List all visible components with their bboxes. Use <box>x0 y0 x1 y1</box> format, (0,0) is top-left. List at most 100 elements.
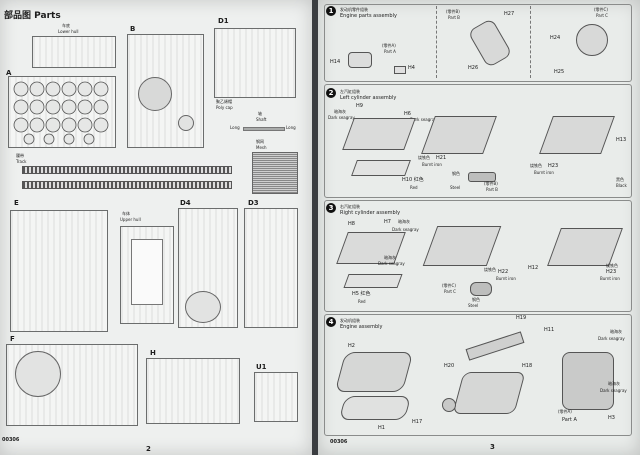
step-4-h11-label: H11 <box>544 327 555 333</box>
step-2-dark-seagray-2: Dark seagray <box>410 117 437 122</box>
step-2-burnt-iron: Burnt iron <box>422 162 442 167</box>
step-3-title: Right cylinder assembly <box>340 210 401 216</box>
step-4-crankcase-h2 <box>334 352 414 392</box>
step-4-engine-assembled <box>562 352 614 410</box>
step-3-part-c: Part C <box>444 289 456 294</box>
step-1-h24-label: H24 <box>550 35 561 41</box>
poly-cap-label-cn: 聚乙烯帽 <box>216 99 232 104</box>
step-2-part-b-cn: (零件B) <box>484 181 498 186</box>
step-2-h9-label: H9 <box>356 103 363 109</box>
step-4-title: Engine assembly <box>340 324 383 330</box>
step-2-title-cn: 左汽缸组装 <box>340 89 360 94</box>
sprue-d4 <box>178 208 238 328</box>
step-4-h1-label: H1 <box>378 425 385 431</box>
step-1-divider-2 <box>530 6 531 78</box>
sprue-f-round-part <box>15 351 61 397</box>
step-1-title: Engine parts assembly <box>340 13 397 19</box>
step-2-burnt-iron-2: Burnt iron <box>534 170 554 175</box>
step-3-dark-seagray-cn-2: 暗海灰 <box>384 255 396 260</box>
step-4-part-a-cn: (零件A) <box>558 409 572 414</box>
shaft-label-cn: 轴 <box>258 111 262 116</box>
step-3-number: 3 <box>326 203 336 213</box>
step-2-black-cn: 黑色 <box>616 177 624 182</box>
step-2-black: Black <box>616 183 627 188</box>
step-3-h23-label: H23 <box>606 269 617 275</box>
step-1-h4-part <box>394 66 406 74</box>
step-2-h23-label: H23 <box>548 163 559 169</box>
step-4-number: 4 <box>326 317 336 327</box>
step-3-dark-seagray-2: Dark seagray <box>378 261 405 266</box>
sprue-h-label: H <box>150 349 156 357</box>
step-4-h20-label: H20 <box>444 363 455 369</box>
right-page-code: 00306 <box>330 439 348 445</box>
step-4-h19-label: H19 <box>516 315 527 321</box>
step-2-h21-label: H21 <box>436 155 447 161</box>
sprue-d1-label: D1 <box>218 17 229 25</box>
step-1-part-c-label-cn: (零件C) <box>594 7 608 12</box>
lower-hull-label: Lower hull <box>58 29 79 34</box>
step-3-h12-label: H12 <box>528 265 539 271</box>
step-3-burnt-iron-2: Burnt iron <box>600 276 620 281</box>
step-2-dark-seagray-cn-1: 暗海灰 <box>334 109 346 114</box>
mesh-label-cn: 钢网 <box>256 139 264 144</box>
step-2-steel: Steel <box>450 185 461 190</box>
step-2-h10-red-label: H10 红色 <box>402 177 424 183</box>
step-3-h8-label: H8 <box>348 221 355 227</box>
step-2-burnt-iron-cn: 烧铁色 <box>418 155 430 160</box>
sprue-f-label: F <box>10 335 15 343</box>
step-2-number: 2 <box>326 88 336 98</box>
mesh-part <box>252 152 298 194</box>
step-1-divider-1 <box>436 6 437 78</box>
sprue-u1-label: U1 <box>256 363 267 371</box>
step-1-h4-label: H4 <box>408 65 415 71</box>
step-1-part-a-engine-block <box>348 52 372 68</box>
step-2-part-b: Part B <box>486 187 498 192</box>
sprue-d3-label: D3 <box>248 199 259 207</box>
shaft-long-right: Long <box>286 125 296 130</box>
step-3-title-cn: 右汽缸组装 <box>340 204 360 209</box>
step-4-dark-seagray-cn-1: 暗海灰 <box>610 329 622 334</box>
step-3-burnt-iron-cn-2: 烧铁色 <box>606 263 618 268</box>
upper-hull-opening <box>131 239 163 305</box>
sprue-e <box>10 210 108 332</box>
step-3-burnt-iron: Burnt iron <box>496 276 516 281</box>
shaft-long-left: Long <box>230 125 240 130</box>
step-1-part-a-label: Part A <box>384 49 396 54</box>
step-1-h14-label: H14 <box>330 59 341 65</box>
shaft-label: Shaft <box>256 117 267 122</box>
track-upper <box>22 166 232 174</box>
left-page-code: 00306 <box>2 437 20 443</box>
sprue-e-label: E <box>14 199 19 207</box>
step-3-h22-label: H22 <box>498 269 509 275</box>
step-3-dark-seagray-cn-1: 暗海灰 <box>398 219 410 224</box>
step-1-h27-label: H27 <box>504 11 515 17</box>
step-4-panel <box>324 314 632 436</box>
step-3-h7-label: H7 <box>384 219 391 225</box>
step-2-title: Left cylinder assembly <box>340 95 397 101</box>
step-3-steel-part <box>470 282 492 296</box>
step-2-panel <box>324 84 632 198</box>
step-2-steel-cn: 钢色 <box>452 171 460 176</box>
step-4-oil-pan-h1 <box>338 396 412 420</box>
step-2-burnt-iron-cn-2: 烧铁色 <box>530 163 542 168</box>
step-3-dark-seagray-1: Dark seagray <box>392 227 419 232</box>
parts-title: 部品图 Parts <box>4 12 61 21</box>
step-3-h5-red-label: H5 红色 <box>352 291 371 297</box>
step-1-h25-label: H25 <box>554 69 565 75</box>
sprue-b-label: B <box>130 25 136 33</box>
sprue-h <box>146 358 240 424</box>
sprue-a <box>8 76 116 148</box>
step-1-h26-label: H26 <box>468 65 479 71</box>
sprue-b <box>127 34 204 148</box>
parts-title-cn: 部品图 <box>4 11 32 21</box>
step-1-part-b-label: Part B <box>448 15 460 20</box>
step-4-crankcase-assembly <box>452 372 526 414</box>
step-2-cylinder-head-h9 <box>342 118 416 150</box>
step-1-part-b-label-cn: (零件B) <box>446 9 460 14</box>
upper-hull-label-cn: 车体 <box>122 211 130 216</box>
upper-hull-part <box>120 226 174 324</box>
step-4-dark-seagray-1: Dark seagray <box>598 336 625 341</box>
track-lower <box>22 181 232 189</box>
sprue-u1 <box>254 372 298 422</box>
parts-title-en: Parts <box>34 11 61 21</box>
